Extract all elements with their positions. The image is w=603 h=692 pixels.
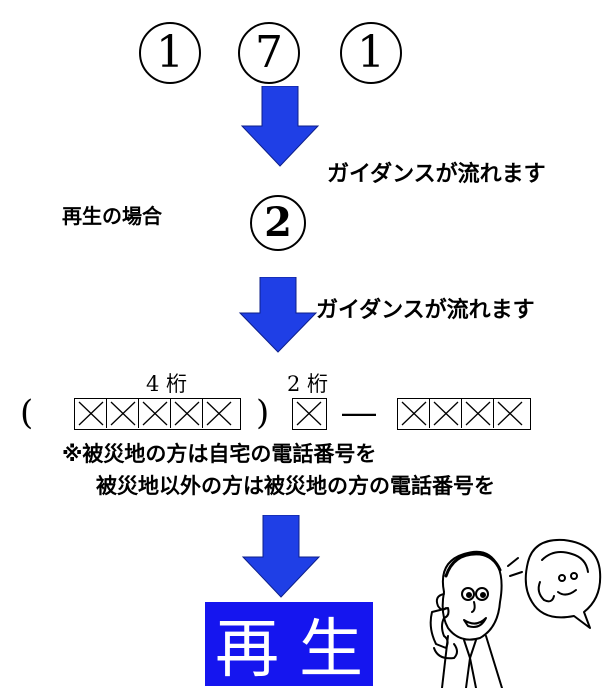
area-code-boxes xyxy=(74,398,241,430)
x-box xyxy=(398,399,430,428)
play-char-1: 再 xyxy=(215,613,279,687)
guidance-text-2: ガイダンスが流れます xyxy=(316,298,535,323)
dash: ― xyxy=(342,393,376,433)
guidance-text-1: ガイダンスが流れます xyxy=(327,162,546,187)
subscriber-boxes xyxy=(397,398,531,430)
x-box xyxy=(107,399,139,428)
middle-boxes xyxy=(292,398,327,430)
x-box xyxy=(494,399,526,428)
x-box xyxy=(75,399,107,428)
play-char-2: 生 xyxy=(299,613,363,687)
play-case-label: 再生の場合 xyxy=(62,204,162,228)
digit-1b-text: 1 xyxy=(357,27,385,78)
two-people-on-phone-icon xyxy=(424,532,603,692)
x-box xyxy=(430,399,462,428)
x-box xyxy=(139,399,171,428)
x-box xyxy=(293,399,325,428)
circled-digit-1b: 1 xyxy=(340,22,402,84)
circled-digit-7: 7 xyxy=(238,22,300,84)
play-block: 再 生 xyxy=(205,602,373,687)
x-box xyxy=(171,399,203,428)
close-paren: ) xyxy=(256,393,270,433)
digit-count-label-2: 2 桁 xyxy=(287,372,329,396)
circled-digit-2: 2 xyxy=(250,195,306,251)
digit-7-text: 7 xyxy=(255,27,283,78)
down-arrow-icon xyxy=(241,515,321,599)
down-arrow-icon xyxy=(238,277,318,353)
circled-digit-1: 1 xyxy=(139,22,201,84)
digit-1-text: 1 xyxy=(156,27,184,78)
note-line-2: 被災地以外の方は被災地の方の電話番号を xyxy=(96,474,495,498)
note-line-1: ※被災地の方は自宅の電話番号を xyxy=(62,442,377,466)
open-paren: ( xyxy=(20,393,34,433)
digit-count-label-4: 4 桁 xyxy=(146,372,188,396)
digit-2-text: 2 xyxy=(264,199,292,246)
down-arrow-icon xyxy=(240,86,320,168)
x-box xyxy=(462,399,494,428)
x-box xyxy=(203,399,235,428)
